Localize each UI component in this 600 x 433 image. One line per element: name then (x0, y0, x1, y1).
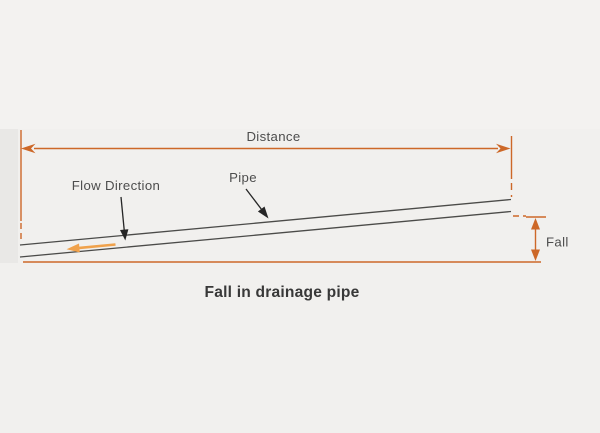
diagram-caption: Fall in drainage pipe (205, 284, 360, 301)
background-left-strip (0, 129, 18, 263)
flow-direction-pointer-line (120, 196, 125, 232)
pipe-label: Pipe (229, 170, 257, 185)
pipe-bottom-line (19, 210, 512, 258)
flow-arrow (66, 243, 116, 253)
fall-dimension (23, 215, 546, 263)
flow-arrow-head-icon (66, 243, 80, 253)
fall-label: Fall (546, 235, 569, 250)
flow-arrow-shaft (77, 243, 116, 250)
pipe-pointer-line (245, 188, 263, 211)
label-pointers (120, 188, 269, 241)
distance-dimension (20, 130, 513, 243)
distance-arrowhead-right-icon (496, 143, 511, 154)
fall-arrowhead-down-icon (531, 249, 540, 261)
diagram-labels: Distance Flow Direction Pipe Fall (72, 129, 569, 250)
pipe-pointer-arrowhead-icon (257, 206, 269, 219)
fall-arrowhead-up-icon (531, 218, 540, 230)
pipe-top-line (19, 198, 512, 246)
flow-direction-pointer-arrowhead-icon (120, 229, 129, 241)
flow-direction-label: Flow Direction (72, 178, 160, 193)
pipe-lines (19, 198, 512, 258)
background-top-band (0, 0, 600, 129)
distance-arrowhead-left-icon (21, 143, 36, 154)
distance-label: Distance (246, 129, 300, 144)
